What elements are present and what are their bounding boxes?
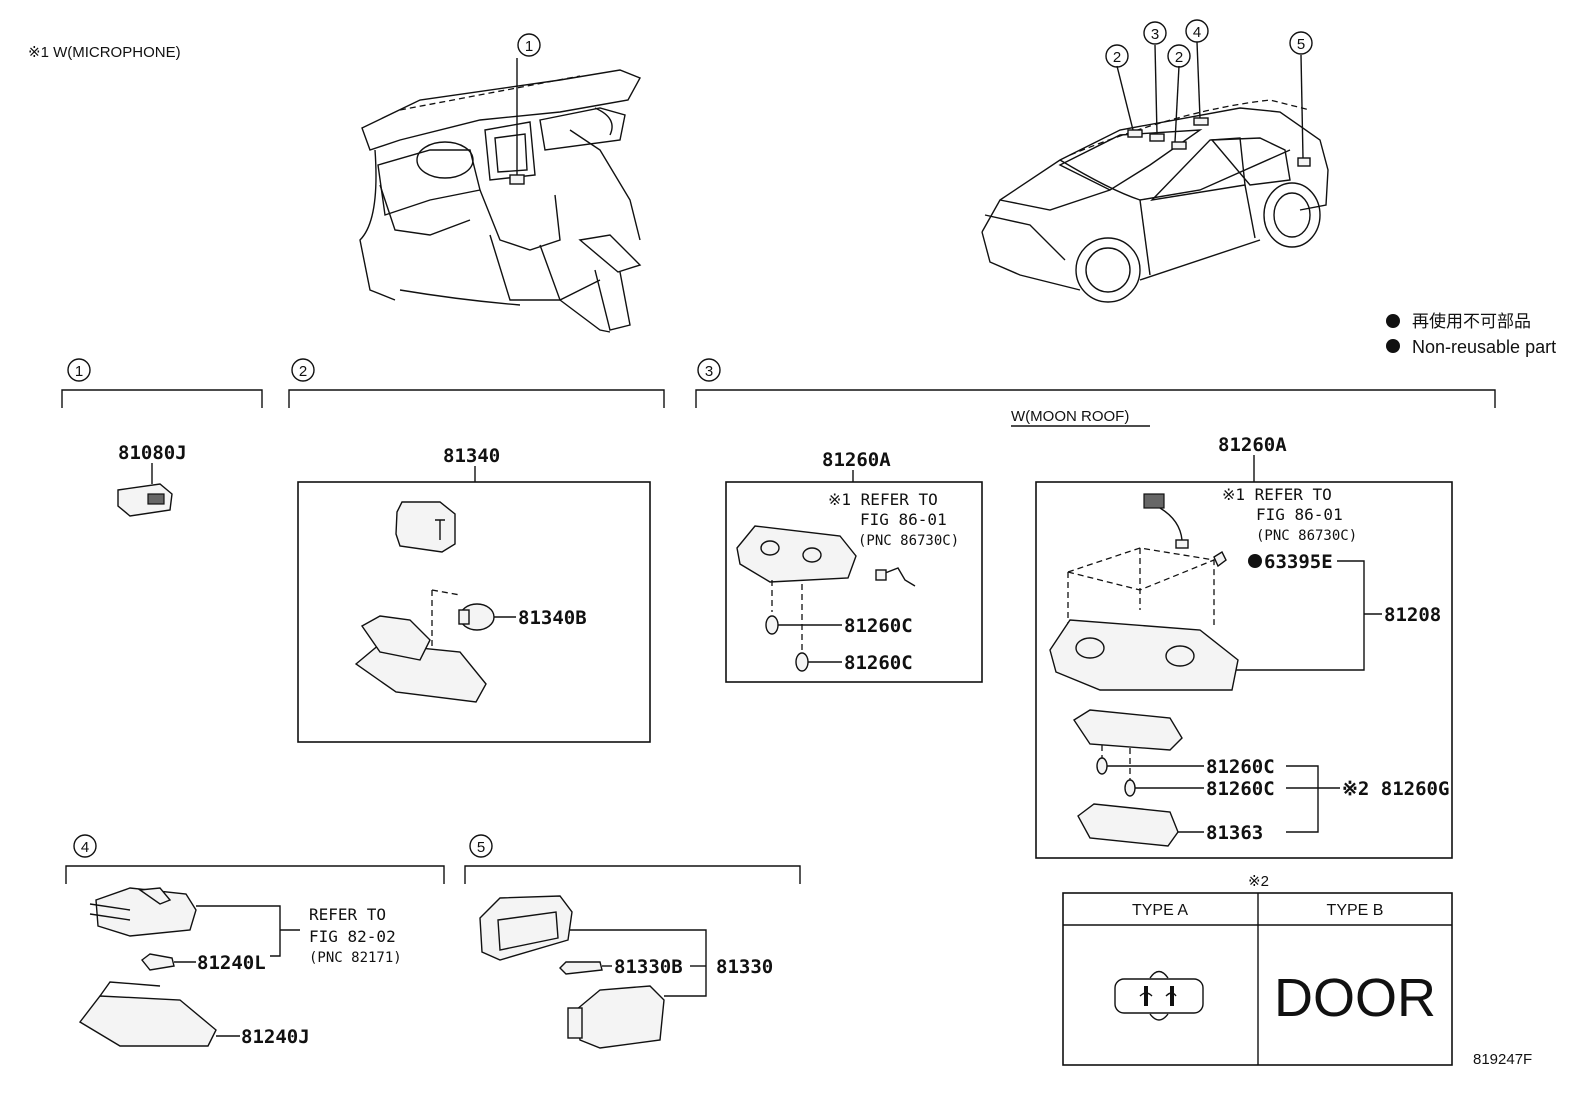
part-81330: 81330 <box>716 956 773 978</box>
callout-2-top: 2 <box>1105 44 1129 68</box>
svg-text:2: 2 <box>1175 49 1183 66</box>
type-a-label: TYPE A <box>1132 902 1188 919</box>
svg-text:3: 3 <box>705 363 713 380</box>
part-81260A-left: 81260A <box>822 449 891 471</box>
refer-to-right: ※1 REFER TO <box>1222 485 1332 504</box>
fig-ref-82: FIG 82-02 <box>309 927 396 946</box>
part-81260C-left-1: 81260C <box>844 615 913 637</box>
callout-2b-top: 2 <box>1167 44 1191 68</box>
section-2: 2 81340 81340B <box>288 358 665 743</box>
pnc-ref-left: (PNC 86730C) <box>858 533 959 549</box>
fig-ref-right: FIG 86-01 <box>1256 505 1343 524</box>
section-5: 5 81330B 81330 <box>464 834 801 1049</box>
section-4: 4 REFER TO FIG 82-02 (PNC 82171) 81240L … <box>65 834 445 1048</box>
part-81240L: 81240L <box>197 952 266 974</box>
part-81260C-right-2: 81260C <box>1206 778 1275 800</box>
part-81080J: 81080J <box>118 442 187 464</box>
part-81208: 81208 <box>1384 604 1441 626</box>
part-81260A-right: 81260A <box>1218 434 1287 456</box>
fig-ref-left: FIG 86-01 <box>860 510 947 529</box>
part-81240J: 81240J <box>241 1026 310 1048</box>
type-b-label: TYPE B <box>1327 902 1384 919</box>
svg-text:5: 5 <box>1297 36 1305 53</box>
type-table: ※2 TYPE A TYPE B DOOR <box>1062 873 1453 1066</box>
pnc-ref-right: (PNC 86730C) <box>1256 528 1357 544</box>
svg-text:4: 4 <box>1193 24 1201 41</box>
legend-en: Non-reusable part <box>1412 337 1556 357</box>
dashboard-illustration <box>359 58 642 333</box>
car-illustration <box>981 41 1329 303</box>
legend-jp: 再使用不可部品 <box>1412 311 1531 331</box>
type-note: ※2 <box>1248 873 1269 890</box>
part-63395E: 63395E <box>1264 551 1333 573</box>
part-81330B: 81330B <box>614 956 683 978</box>
part-81340B: 81340B <box>518 607 587 629</box>
section-1: 1 81080J <box>61 358 263 517</box>
refer-to-left: ※1 REFER TO <box>828 490 938 509</box>
door-switch-icon <box>1114 970 1204 1021</box>
section-3: 3 W(MOON ROOF) 81260A ※1 REFER TO FIG 86… <box>695 358 1496 859</box>
callout-5-top: 5 <box>1289 31 1313 55</box>
svg-text:2: 2 <box>1113 49 1121 66</box>
refer-to-82: REFER TO <box>309 905 386 924</box>
svg-text:4: 4 <box>81 839 89 856</box>
non-reusable-dot-icon <box>1248 554 1262 568</box>
part-81260C-right-1: 81260C <box>1206 756 1275 778</box>
non-reusable-dot-icon <box>1386 339 1400 353</box>
callout-3-top: 3 <box>1143 21 1167 45</box>
figure-id: 819247F <box>1473 1051 1532 1068</box>
svg-text:2: 2 <box>299 363 307 380</box>
moon-roof-label: W(MOON ROOF) <box>1011 408 1129 425</box>
svg-text:1: 1 <box>75 363 83 380</box>
svg-text:5: 5 <box>477 839 485 856</box>
part-81260C-left-2: 81260C <box>844 652 913 674</box>
pnc-ref-82: (PNC 82171) <box>309 950 402 966</box>
part-81363: 81363 <box>1206 822 1263 844</box>
door-text: DOOR <box>1274 968 1436 1028</box>
part-81340: 81340 <box>443 445 500 467</box>
microphone-note: ※1 W(MICROPHONE) <box>28 44 181 61</box>
svg-text:1: 1 <box>525 38 533 55</box>
callout-1-top: 1 <box>517 33 541 57</box>
part-81260G: ※2 81260G <box>1342 778 1449 800</box>
non-reusable-dot-icon <box>1386 314 1400 328</box>
callout-4-top: 4 <box>1185 19 1209 43</box>
svg-text:3: 3 <box>1151 26 1159 43</box>
